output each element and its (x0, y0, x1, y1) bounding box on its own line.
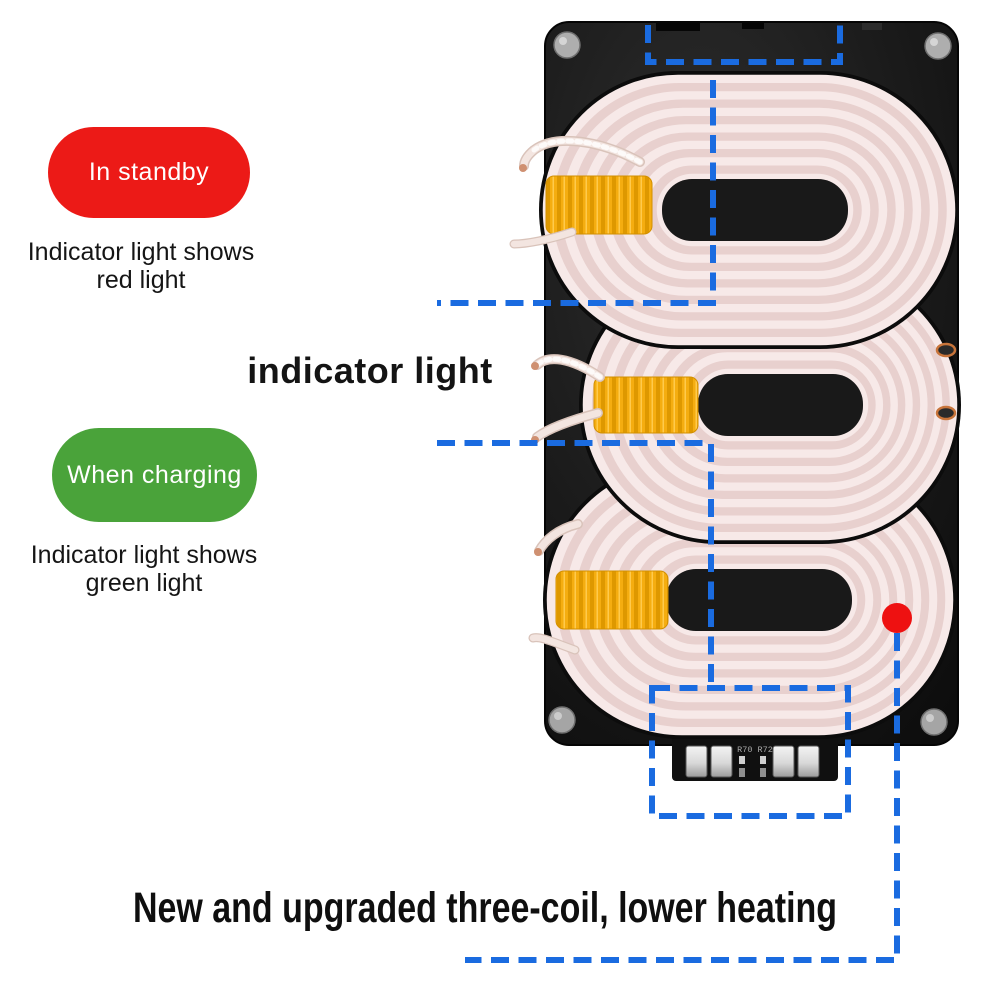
tape-coil-2 (593, 376, 699, 434)
coil-2-wires (531, 354, 605, 444)
annotation-line-upper (437, 80, 716, 306)
screw-hole (553, 31, 581, 59)
screw-hole (920, 708, 948, 736)
silkscreen-label: R70 R72 (737, 745, 773, 755)
charging-badge-label: When charging (67, 460, 242, 489)
annotation-top-bracket (645, 25, 843, 65)
charging-caption-line1: Indicator light shows (30, 541, 258, 569)
led-component (797, 745, 820, 778)
smd-pad (760, 768, 766, 777)
led-component (685, 745, 708, 778)
charging-caption-line2: green light (85, 569, 203, 597)
edge-chip (862, 23, 882, 30)
screw-hole (924, 32, 952, 60)
edge-chip (656, 22, 700, 31)
indicator-led-dot (882, 603, 912, 633)
coil-lead-wires (509, 135, 645, 655)
indicator-light-label: indicator light (247, 350, 493, 391)
smd-pad (760, 756, 766, 764)
standby-caption-line2: red light (96, 266, 186, 294)
coil-1-wires (509, 135, 645, 249)
annotation-lines (437, 25, 900, 963)
smd-pad (739, 756, 745, 764)
screw-holes (548, 31, 952, 736)
standby-caption-line1: Indicator light shows (27, 238, 255, 266)
standby-badge-label: In standby (88, 158, 210, 186)
copper-pads (935, 342, 957, 421)
edge-chip (742, 22, 764, 29)
charging-badge: When charging (52, 428, 257, 522)
coil-windings (539, 71, 961, 739)
connector-tab: R70 R72 (672, 730, 838, 781)
annotation-line-lower (437, 440, 714, 688)
annotation-connector-box (649, 685, 851, 819)
standby-badge: In standby (48, 127, 250, 218)
annotation-led-line (465, 633, 900, 963)
coil (539, 71, 959, 349)
smd-pad (739, 768, 745, 777)
coil-tapes (545, 175, 699, 630)
led-component (710, 745, 733, 778)
screw-hole (548, 706, 576, 734)
copper-pad (935, 342, 957, 358)
charging-caption: Indicator light shows green light (13, 541, 275, 597)
standby-caption: Indicator light shows red light (10, 238, 272, 294)
tape-coil-1 (545, 175, 653, 235)
led-component (772, 745, 795, 778)
copper-pad (935, 405, 957, 421)
tape-coil-3 (555, 570, 669, 630)
headline-text: New and upgraded three-coil, lower heati… (132, 884, 838, 932)
coil-3-wires (528, 519, 583, 655)
